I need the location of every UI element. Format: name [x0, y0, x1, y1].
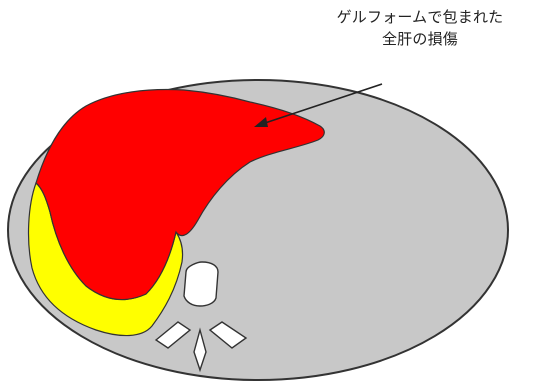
- transverse-process-right: [208, 321, 248, 349]
- annotation-label: ゲルフォームで包まれた 全肝の損傷: [300, 6, 539, 50]
- annotation-line-1: ゲルフォームで包まれた: [336, 8, 504, 26]
- annotation-line-2: 全肝の損傷: [381, 30, 458, 48]
- transverse-process-left: [154, 321, 192, 349]
- spinous-process: [193, 327, 207, 373]
- annotation-arrow-line: [261, 83, 383, 125]
- annotation-arrowhead: [254, 117, 268, 127]
- liver: [35, 88, 325, 301]
- vertebral-body: [183, 261, 219, 307]
